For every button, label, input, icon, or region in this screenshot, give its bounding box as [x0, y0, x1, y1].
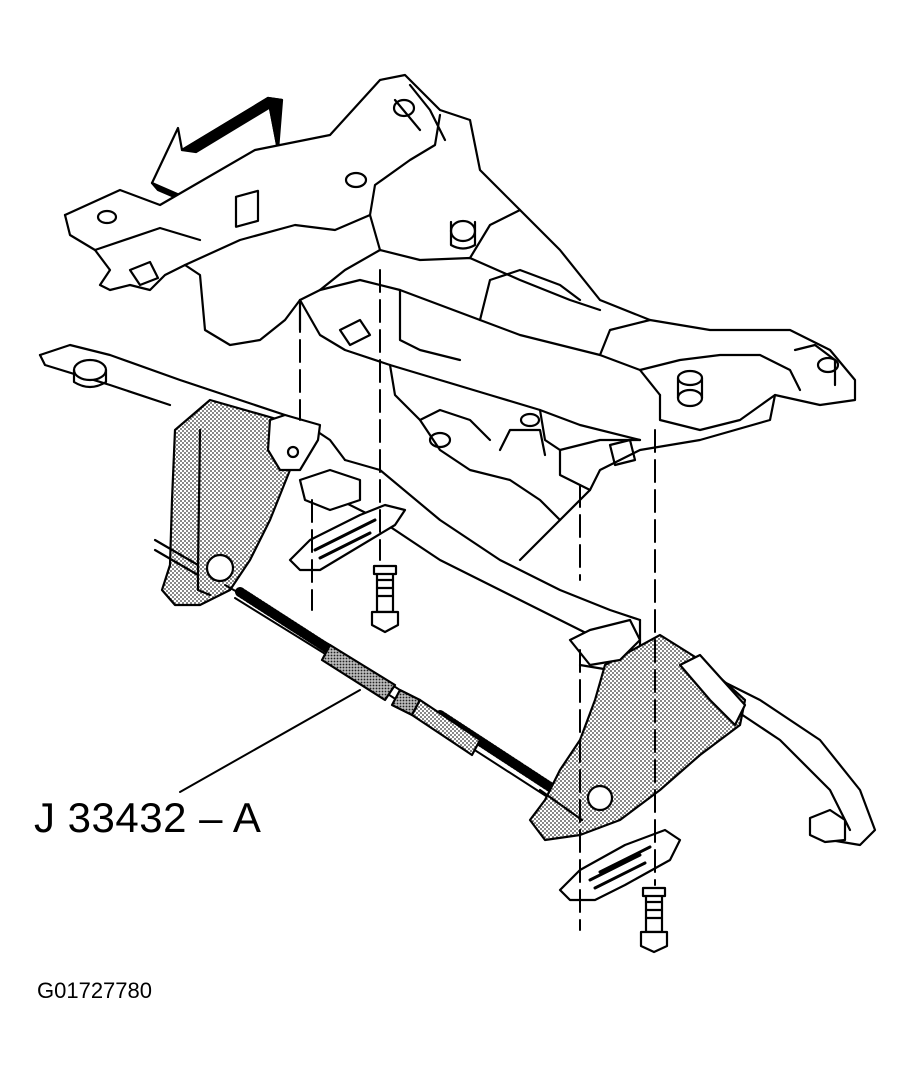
threaded-rod — [225, 585, 580, 805]
bolt-left — [372, 566, 398, 632]
crossmember-frame — [65, 75, 855, 560]
bolt-right — [641, 888, 667, 952]
tool-callout-label: J 33432 – A — [34, 794, 262, 841]
left-tool-bracket — [155, 400, 320, 605]
mount-clips — [290, 470, 680, 900]
alignment-lines — [300, 270, 655, 930]
right-tool-bracket — [530, 635, 745, 840]
figure-id: G01727780 — [37, 978, 152, 1003]
label-leader-line — [180, 690, 360, 792]
